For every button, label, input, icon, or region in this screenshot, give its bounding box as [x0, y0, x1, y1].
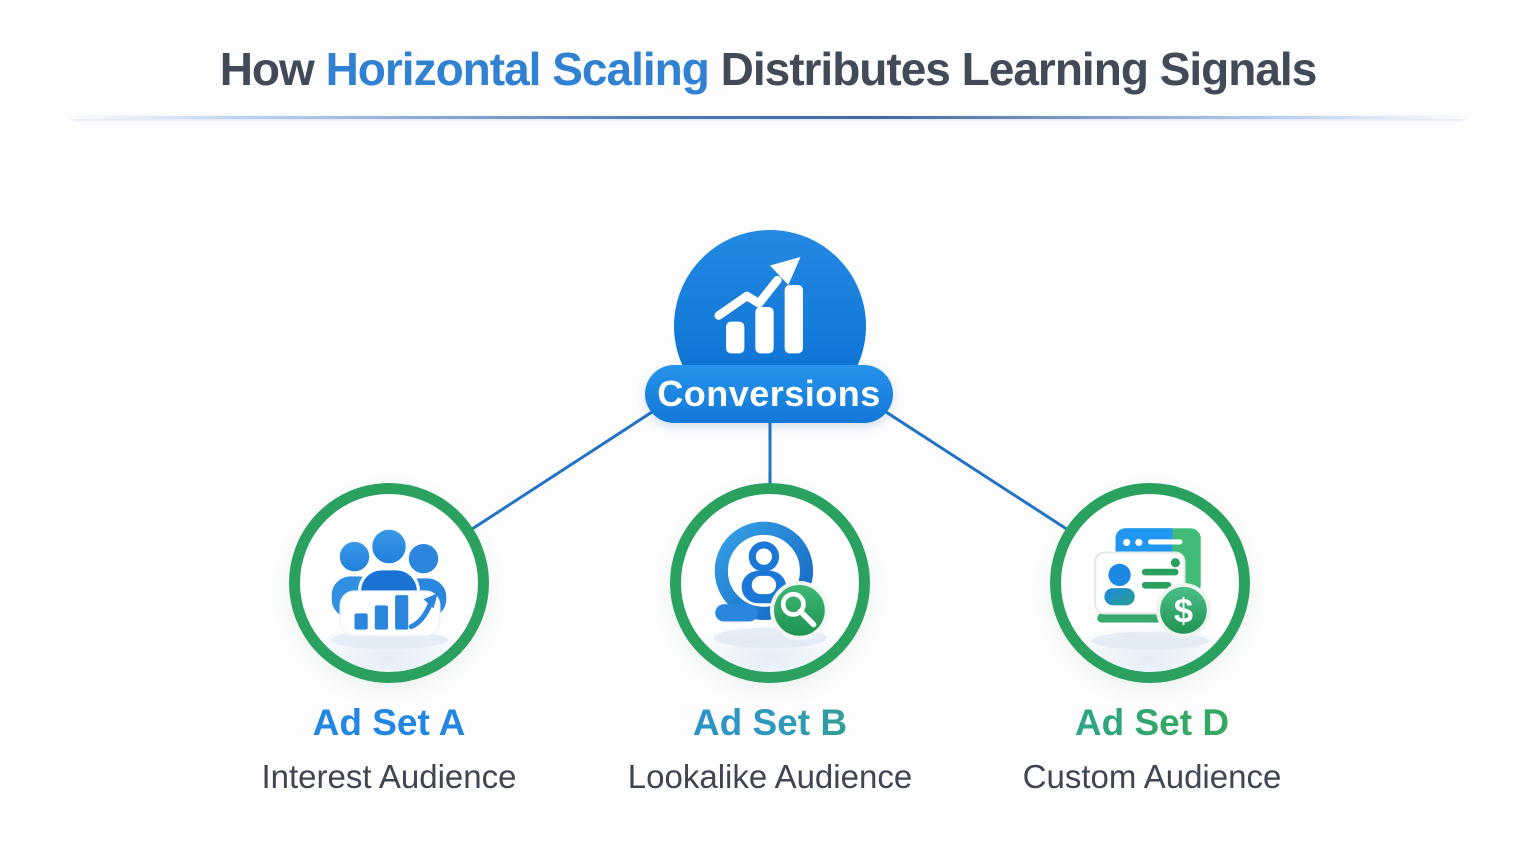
svg-text:$: $: [1174, 593, 1193, 631]
adset-a-node: [289, 483, 489, 683]
adset-b-node: [670, 483, 870, 683]
custom-audience-card-icon: $: [1091, 528, 1211, 650]
conversions-label: Conversions: [657, 373, 881, 414]
adset-b-audience: Lookalike Audience: [627, 757, 913, 795]
adset-b-name: Ad Set B: [600, 702, 940, 745]
title-suffix: Distributes Learning Signals: [708, 43, 1318, 95]
adset-b-label-block: Ad Set B Lookalike Audience: [600, 702, 940, 796]
lookalike-search-icon: [713, 521, 829, 648]
growth-chart-icon: [714, 256, 803, 354]
conversions-label-pill: Conversions: [645, 365, 893, 423]
adset-d-label-block: Ad Set D Custom Audience: [982, 702, 1322, 796]
adset-d-name: Ad Set D: [982, 702, 1322, 745]
adset-d-node: $: [1050, 483, 1250, 683]
adset-a-label-block: Ad Set A Interest Audience: [219, 702, 559, 796]
audience-group-icon: [328, 526, 450, 649]
title-prefix: How: [219, 43, 326, 95]
adset-a-name: Ad Set A: [312, 702, 466, 743]
title-highlight: Horizontal Scaling: [325, 43, 710, 95]
page-title: How Horizontal Scaling Distributes Learn…: [0, 44, 1536, 95]
title-divider: [72, 116, 1464, 119]
adset-d-audience: Custom Audience: [1022, 757, 1282, 795]
adset-a-audience: Interest Audience: [261, 757, 517, 795]
